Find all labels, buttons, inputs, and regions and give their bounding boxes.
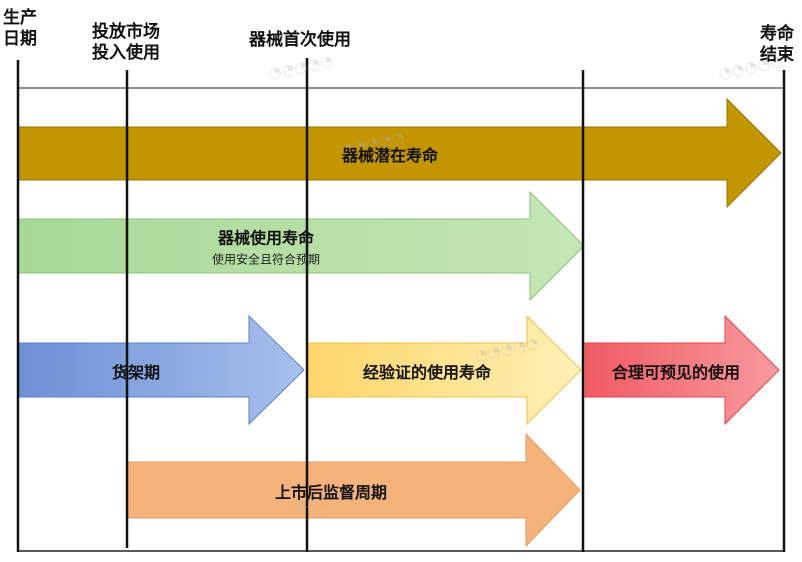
label-shelf-period: 货架期 <box>111 363 161 382</box>
header-production-date: 生产 日期 <box>3 8 37 50</box>
label-foreseeable-use: 合理可预见的使用 <box>611 363 741 382</box>
header-market-launch-line1: 投放市场 <box>92 22 160 42</box>
header-market-launch-line2: 投入使用 <box>92 43 160 63</box>
arrow-shelf-period <box>17 314 305 426</box>
header-market-launch: 投放市场 投入使用 <box>92 22 160 64</box>
header-end-of-life: 寿命 结束 <box>760 24 794 66</box>
header-production-date-line1: 生产 <box>3 8 37 28</box>
arrow-use-life <box>17 190 585 302</box>
header-end-of-life-line2: 结束 <box>760 45 794 65</box>
arrow-post-market <box>126 432 581 548</box>
label-use-life: 器械使用寿命 <box>217 228 315 248</box>
header-first-use: 器械首次使用 <box>249 30 351 50</box>
arrow-potential-life <box>17 97 782 209</box>
arrow-foreseeable-use <box>584 314 780 426</box>
header-end-of-life-line1: 寿命 <box>760 24 794 44</box>
label-verified-use-life: 经验证的使用寿命 <box>362 363 492 382</box>
arrow-verified-use-life <box>306 314 582 426</box>
label-use-life-sub: 使用安全且符合预期 <box>211 252 321 267</box>
header-production-date-line2: 日期 <box>3 29 37 49</box>
label-post-market: 上市后监督周期 <box>274 483 388 502</box>
label-potential-life: 器械潜在寿命 <box>341 146 439 165</box>
label-use-life-group: 器械使用寿命 使用安全且符合预期 <box>212 225 320 268</box>
